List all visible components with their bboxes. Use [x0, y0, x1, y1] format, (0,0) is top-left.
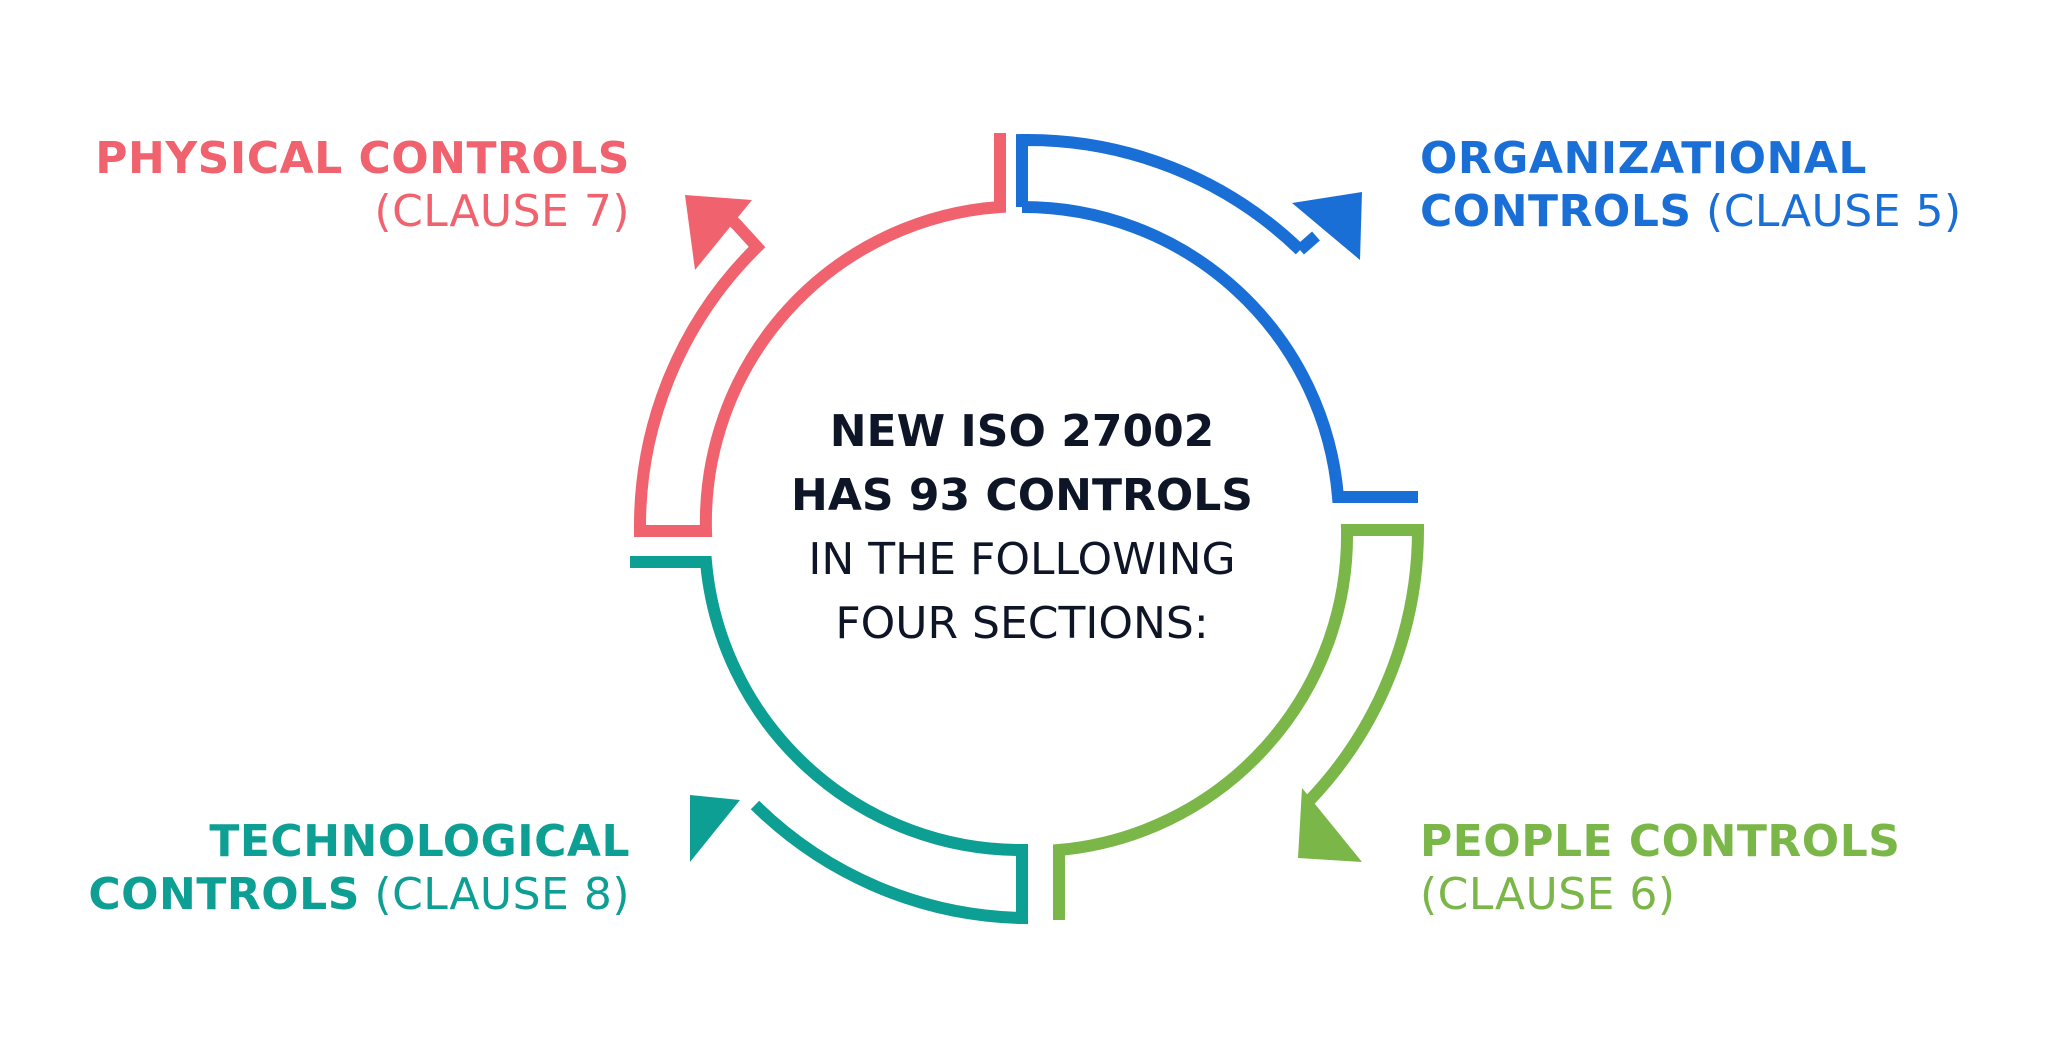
heading-line-2: HAS 93 CONTROLS — [791, 470, 1253, 521]
physical-controls-label: PHYSICAL CONTROLS (CLAUSE 7) — [95, 132, 630, 238]
people-arrow-icon — [1053, 524, 1425, 920]
heading-line-3: IN THE FOLLOWING — [808, 534, 1236, 585]
organizational-controls-clause: (CLAUSE 5) — [1706, 186, 1962, 237]
physical-arrow-icon — [633, 133, 1006, 537]
organizational-controls-name: ORGANIZATIONAL — [1420, 133, 1867, 184]
organizational-controls-name-2: CONTROLS — [1420, 186, 1692, 237]
heading-line-4: FOUR SECTIONS: — [835, 598, 1209, 649]
people-controls-label: PEOPLE CONTROLS (CLAUSE 6) — [1420, 815, 1900, 921]
organizational-controls-label: ORGANIZATIONAL CONTROLS (CLAUSE 5) — [1420, 132, 1962, 238]
technological-controls-name-2: CONTROLS — [88, 869, 360, 920]
people-controls-clause: (CLAUSE 6) — [1420, 869, 1676, 920]
physical-controls-name: PHYSICAL CONTROLS — [95, 133, 630, 184]
technological-controls-clause: (CLAUSE 8) — [374, 869, 630, 920]
technological-arrow-icon — [630, 556, 1028, 925]
heading-line-1: NEW ISO 27002 — [829, 406, 1215, 457]
technological-controls-label: TECHNOLOGICAL CONTROLS (CLAUSE 8) — [88, 815, 630, 921]
organizational-arrow-icon — [1016, 133, 1418, 503]
people-controls-name: PEOPLE CONTROLS — [1420, 816, 1901, 867]
physical-controls-clause: (CLAUSE 7) — [374, 186, 630, 237]
technological-controls-name: TECHNOLOGICAL — [209, 816, 630, 867]
center-heading: NEW ISO 27002 HAS 93 CONTROLS IN THE FOL… — [722, 400, 1322, 656]
